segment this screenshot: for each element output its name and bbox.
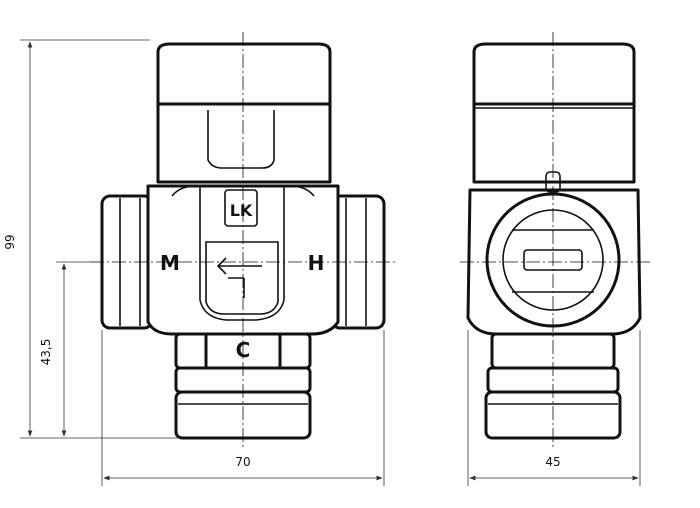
dim-width-front: 70: [235, 455, 250, 469]
dim-height-axis: 43,5: [39, 339, 53, 366]
dim-height-total: 99: [3, 234, 17, 249]
front-housing-notch: [207, 110, 275, 169]
front-label-plate: [205, 241, 279, 315]
front-bracket: [171, 185, 315, 321]
front-view: LK M H C: [90, 32, 398, 448]
front-cap: [156, 42, 332, 106]
port-m-label: M: [160, 251, 180, 275]
logo-text: LK: [230, 201, 253, 220]
side-cap: [472, 42, 636, 106]
dim-width-side: 45: [545, 455, 560, 469]
dimension-lines: 99 43,5 70 45: [3, 39, 641, 486]
port-h-label: H: [308, 251, 325, 275]
front-housing: [156, 102, 332, 184]
logo-box: [224, 189, 258, 227]
flow-arrow-icon: [216, 257, 262, 298]
side-view: [460, 32, 650, 448]
side-housing: [472, 102, 636, 184]
